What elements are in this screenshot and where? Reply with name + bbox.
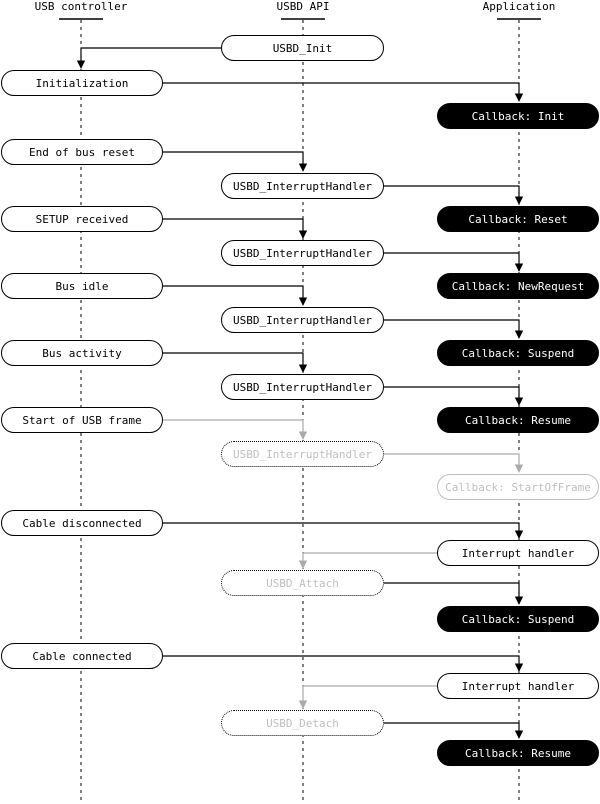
node-label: Interrupt handler (461, 546, 575, 560)
node-n2: Initialization (1, 70, 163, 96)
node-n14: USBD_InterruptHandler (221, 374, 384, 400)
lifeline-label: USBD API (276, 0, 330, 13)
node-label: USBD_Attach (266, 576, 339, 590)
node-n10: Bus idle (1, 273, 163, 299)
node-n15: Callback: Resume (437, 407, 599, 433)
message-m1 (76, 47, 221, 69)
message-m11 (163, 419, 308, 440)
node-label: Callback: Suspend (461, 612, 575, 626)
lifeline-header-usb-controller: USB controller (35, 0, 128, 13)
node-n9: Callback: NewRequest (437, 273, 599, 299)
node-label: Callback: Reset (468, 212, 568, 226)
node-n23: Cable connected (1, 643, 163, 669)
node-label: Bus idle (55, 279, 109, 293)
node-label: Callback: Resume (465, 413, 571, 427)
node-n25: USBD_Detach (221, 710, 384, 736)
node-label: Callback: Resume (465, 746, 571, 760)
node-label: Initialization (35, 76, 129, 90)
node-n1: USBD_Init (221, 35, 384, 61)
node-label: Interrupt handler (461, 679, 575, 693)
node-n11: USBD_InterruptHandler (221, 307, 384, 333)
node-n12: Callback: Suspend (437, 340, 599, 366)
node-n4: End of bus reset (1, 139, 163, 165)
node-n5: USBD_InterruptHandler (221, 173, 384, 199)
node-n6: Callback: Reset (437, 206, 599, 232)
message-m3 (163, 151, 308, 172)
node-n8: USBD_InterruptHandler (221, 240, 384, 266)
node-label: Callback: Init (471, 109, 565, 123)
message-m17 (298, 685, 437, 709)
lifeline-label: Application (482, 0, 556, 13)
node-n20: Interrupt handler (437, 540, 599, 566)
node-n18: Callback: StartOfFrame (437, 474, 599, 500)
node-n16: Start of USB frame (1, 407, 163, 433)
message-m12 (384, 453, 524, 473)
lifeline-label: USB controller (34, 0, 128, 13)
message-m15 (384, 582, 524, 605)
node-label: USBD_InterruptHandler (232, 313, 373, 327)
node-label: USBD_InterruptHandler (232, 447, 373, 461)
node-label: USBD_InterruptHandler (232, 246, 373, 260)
node-label: End of bus reset (29, 145, 135, 159)
message-m6 (384, 252, 524, 272)
node-n24: Interrupt handler (437, 673, 599, 699)
message-m5 (163, 218, 308, 239)
node-label: USBD_Detach (266, 716, 339, 730)
node-label: SETUP received (35, 212, 129, 226)
node-n13: Bus activity (1, 340, 163, 366)
message-m4 (384, 185, 524, 205)
node-label: USBD_Init (272, 41, 333, 55)
node-n19: Cable disconnected (1, 510, 163, 536)
message-m7 (163, 285, 308, 306)
node-n26: Callback: Resume (437, 740, 599, 766)
message-m14 (298, 552, 437, 569)
message-m8 (384, 319, 524, 339)
node-label: Start of USB frame (22, 413, 142, 427)
message-m13 (163, 522, 524, 539)
node-n22: Callback: Suspend (437, 606, 599, 632)
message-m2 (163, 82, 524, 102)
lifeline-header-usbd-api: USBD API (277, 0, 330, 13)
node-n21: USBD_Attach (221, 570, 384, 596)
node-n7: SETUP received (1, 206, 163, 232)
node-n3: Callback: Init (437, 103, 599, 129)
lifeline-header-application: Application (483, 0, 556, 13)
node-label: USBD_InterruptHandler (232, 179, 373, 193)
message-m16 (163, 655, 524, 672)
node-n17: USBD_InterruptHandler (221, 441, 384, 467)
message-m9 (163, 352, 308, 373)
node-label: Cable disconnected (22, 516, 142, 530)
message-m10 (384, 386, 524, 406)
node-label: Cable connected (32, 649, 132, 663)
node-label: USBD_InterruptHandler (232, 380, 373, 394)
message-m18 (384, 722, 524, 739)
node-label: Callback: StartOfFrame (445, 480, 591, 494)
node-label: Callback: NewRequest (451, 279, 585, 293)
node-label: Callback: Suspend (461, 346, 575, 360)
node-label: Bus activity (42, 346, 122, 360)
